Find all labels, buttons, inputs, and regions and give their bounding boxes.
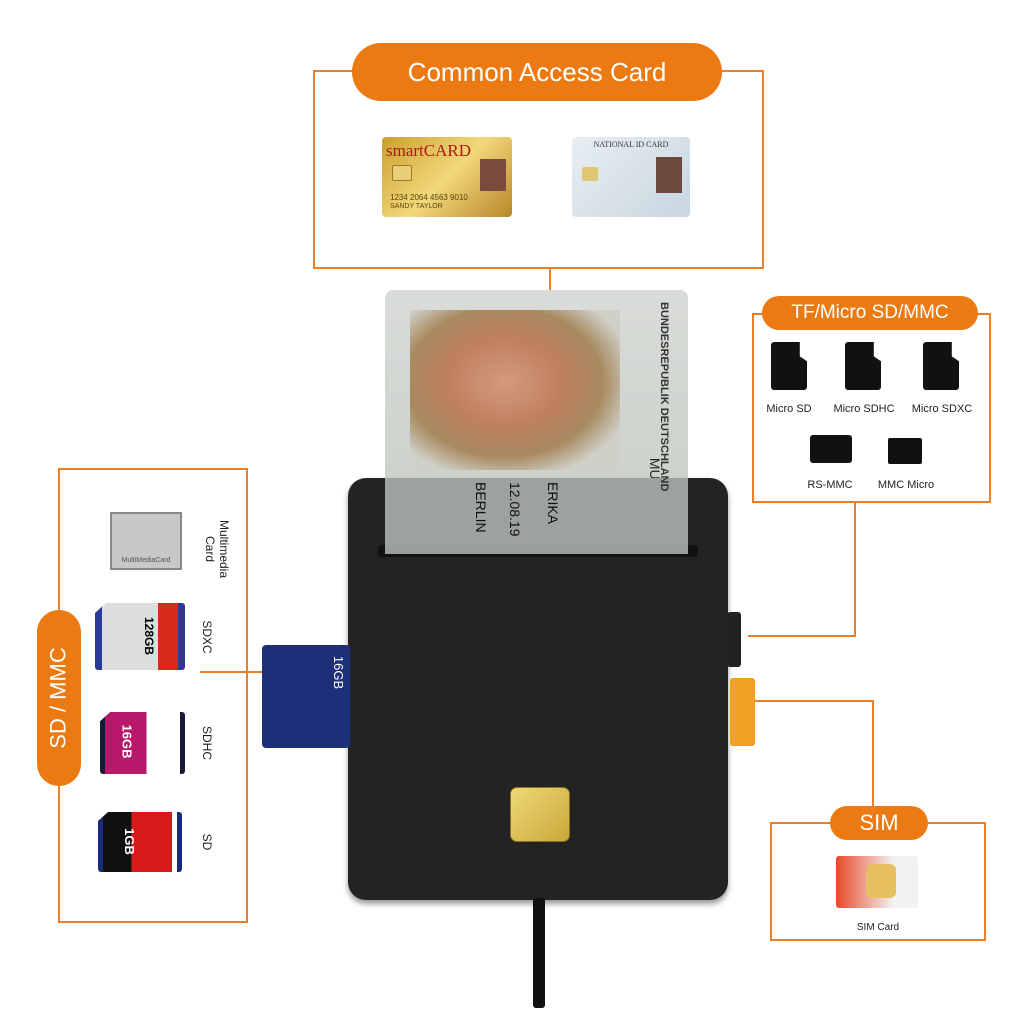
sd-card-icon: 1GB	[98, 812, 182, 872]
national-id-photo	[656, 157, 682, 193]
micro-sdxc-label: Micro SDXC	[911, 403, 973, 415]
sd-title: SD / MMC	[46, 647, 72, 749]
chip-contact	[510, 787, 570, 842]
smartcard-number: 1234 2064 4563 9010	[390, 193, 468, 202]
sim-connector-v	[872, 700, 874, 822]
inserted-card-lower: ERIKA 12.08.19 BERLIN	[385, 478, 688, 554]
smartcard-chip	[392, 165, 412, 181]
multimedia-card-label: Multimedia Card	[203, 519, 231, 579]
sim-title: SIM	[830, 806, 928, 840]
microsd-slot	[727, 612, 741, 667]
sd-capacity: 1GB	[121, 828, 137, 855]
rs-mmc-icon	[810, 435, 852, 463]
sim-card-icon	[836, 856, 918, 908]
national-id-card-image: NATIONAL ID CARD	[572, 137, 690, 217]
mmc-micro-icon	[888, 438, 922, 464]
national-id-chip	[582, 167, 598, 181]
sdhc-capacity: 16GB	[119, 724, 135, 759]
sim-card-label: SIM Card	[856, 922, 900, 933]
id-card-country: BUNDESREPUBLIK DEUTSCHLAND	[658, 302, 670, 492]
mmc-micro-label: MMC Micro	[877, 479, 935, 491]
cac-title: Common Access Card	[352, 43, 722, 101]
usb-cable	[533, 898, 545, 1008]
micro-sd-label: Micro SD	[766, 403, 812, 415]
tf-connector-v	[854, 502, 856, 636]
smartcard-name: SANDY TAYLOR	[390, 203, 443, 210]
smartcard-logo: smartCARD	[386, 141, 471, 160]
rs-mmc-label: RS-MMC	[807, 479, 853, 491]
sim-chip	[866, 864, 896, 898]
micro-sdhc-label: Micro SDHC	[833, 403, 895, 415]
sd-label: SD	[200, 833, 214, 851]
multimedia-card-icon: MultiMediaCard	[110, 512, 182, 570]
sdxc-label: SDXC	[200, 620, 214, 654]
tf-title: TF/Micro SD/MMC	[762, 296, 978, 330]
smartcard-image: smartCARD 1234 2064 4563 9010 SANDY TAYL…	[382, 137, 512, 217]
mmc-card-text: MultiMediaCard	[121, 557, 171, 564]
id-card-date: 12.08.19	[507, 482, 523, 537]
sdxc-card-icon: 128GB	[95, 603, 185, 670]
id-card-name: ERIKA	[545, 482, 561, 525]
sd-connector	[200, 671, 262, 673]
id-card-photo	[410, 310, 620, 470]
tf-connector-h	[748, 635, 856, 637]
inserted-sd-label: 16GB	[331, 655, 347, 690]
sdhc-label: SDHC	[200, 725, 214, 760]
sim-connector-h	[755, 700, 874, 702]
sdhc-card-icon: 16GB	[100, 712, 185, 774]
sdxc-capacity: 128GB	[142, 616, 157, 656]
smartcard-photo	[480, 159, 506, 191]
national-id-label: NATIONAL ID CARD	[593, 140, 669, 149]
sim-slot	[730, 678, 755, 746]
cac-connector	[549, 268, 551, 290]
sd-title-pill: SD / MMC	[37, 610, 81, 786]
inserted-sd-card: 16GB	[262, 645, 350, 748]
id-card-city: BERLIN	[473, 482, 489, 533]
